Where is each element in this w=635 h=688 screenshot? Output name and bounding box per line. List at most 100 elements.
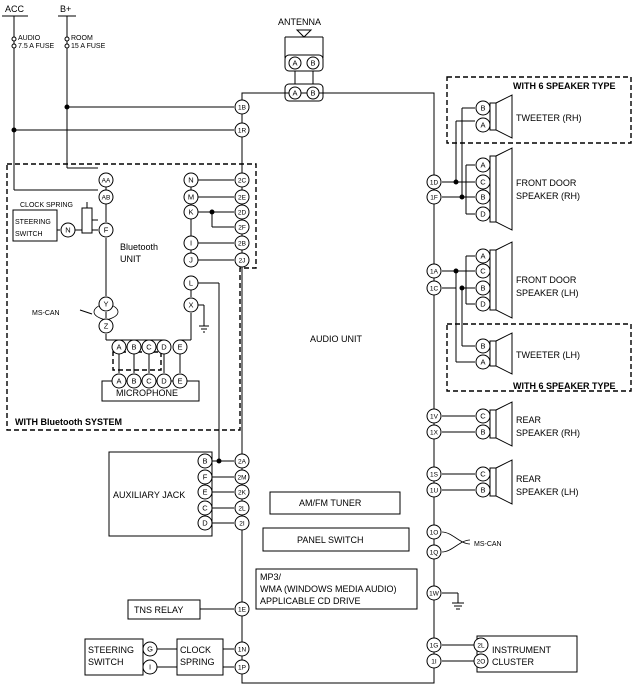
clock-spring-bottom-box [176,638,224,676]
svg-text:B: B [310,59,315,68]
svg-text:1V: 1V [430,414,439,421]
instrument-cluster-line1: INSTRUMENT [492,645,551,655]
svg-text:B: B [480,342,485,351]
pin-microphone-bottom-D: D [156,373,172,389]
svg-text:2B: 2B [238,241,246,248]
am-fm-tuner-label: AM/FM TUNER [299,498,362,508]
pin-instrument-cluster-2O: 2O [473,653,489,669]
bluetooth-unit [12,179,234,464]
pin-audio-left-1P: 1P [234,659,250,675]
pin-bluetooth-right-N: N [183,172,199,188]
svg-text:2L: 2L [477,643,485,650]
svg-text:B: B [202,457,207,466]
front-door-rh-line2: SPEAKER (RH) [516,191,580,201]
tweeter-lh-speaker [489,332,513,375]
svg-text:2E: 2E [238,195,247,202]
pin-audio-right-1S: 1S [426,466,442,482]
six-speaker-top-label: WITH 6 SPEAKER TYPE [513,81,616,91]
svg-text:G: G [147,645,153,654]
pin-aux-jack-E: E [197,484,213,500]
pin-microphone-bottom-B: B [126,373,142,389]
svg-text:C: C [202,504,208,513]
clock-spring-bottom-line1: CLOCK [180,645,211,655]
pin-audio-left-2C: 2C [234,172,250,188]
instrument-cluster-line2: CLUSTER [492,657,535,667]
svg-text:E: E [177,377,182,386]
steering-clock-bottom [84,638,234,676]
pin-tweeter-lh-A: A [475,354,491,370]
svg-text:B: B [310,89,315,98]
antenna-label: ANTENNA [278,17,321,27]
pin-front-door-rh-B: B [475,189,491,205]
svg-text:B: B [480,104,485,113]
svg-text:1B: 1B [238,105,246,112]
pin-antenna-B: B [306,56,320,70]
pin-antenna-A: A [288,86,302,100]
svg-text:D: D [161,343,167,352]
svg-text:AA: AA [102,178,111,185]
pin-microphone-bottom-E: E [172,373,188,389]
panel-switch-label: PANEL SWITCH [297,535,364,545]
svg-text:2A: 2A [238,459,247,466]
tweeter-rh-speaker [489,94,513,139]
front-door-lh-line2: SPEAKER (LH) [516,288,579,298]
panel-switch-box [262,527,410,552]
pin-audio-right-1D: 1D [426,174,442,190]
svg-text:N: N [188,176,193,185]
svg-text:Z: Z [104,322,109,331]
pin-aux-jack-B: B [197,453,213,469]
acc-label: ACC [5,4,25,14]
pin-bluetooth-right-K: K [183,204,199,220]
pin-front-door-lh-A: A [475,248,491,264]
pin-audio-right-1U: 1U [426,482,442,498]
pin-bluetooth-right-I: I [183,235,199,251]
mp3-line2: WMA (WINDOWS MEDIA AUDIO) [260,584,397,594]
pin-audio-left-2A: 2A [234,453,250,469]
am-fm-tuner-box [269,491,401,515]
pin-audio-right-1W: 1W [426,585,442,601]
svg-text:2D: 2D [238,210,247,217]
tns-relay-label: TNS RELAY [134,605,183,615]
audio-fuse-name: AUDIO [18,35,41,42]
pin-audio-left-1E: 1E [234,601,250,617]
svg-text:A: A [116,343,121,352]
room-fuse-rating: 15 A FUSE [71,43,106,50]
svg-text:2O: 2O [477,659,486,666]
pin-front-door-lh-C: C [475,263,491,279]
svg-text:1N: 1N [238,647,247,654]
svg-text:2I: 2I [239,521,245,528]
pin-antenna-A: A [288,56,302,70]
pin-audio-right-1A: 1A [426,263,442,279]
pin-audio-right-1C: 1C [426,280,442,296]
svg-text:A: A [480,252,485,261]
audio-unit-label: AUDIO UNIT [310,334,363,344]
pin-antenna-B: B [306,86,320,100]
auxiliary-jack-label: AUXILIARY JACK [113,490,185,500]
tns-relay [127,599,234,620]
speakers [489,94,513,505]
mp3-line3: APPLICABLE CD DRIVE [260,596,361,606]
svg-text:A: A [480,161,485,170]
auxiliary-jack-box [108,451,213,537]
clock-spring-bottom-line2: SPRING [180,657,215,667]
pin-front-door-lh-D: D [475,296,491,312]
svg-text:C: C [480,412,486,421]
svg-text:2C: 2C [238,178,247,185]
clock-spring-label: CLOCK SPRING [20,202,73,209]
pin-audio-left-2B: 2B [234,235,250,251]
pin-microphone-top-B: B [126,339,142,355]
bluetooth-unit-line2: UNIT [120,254,141,264]
svg-text:D: D [480,210,486,219]
rear-rh-line2: SPEAKER (RH) [516,428,580,438]
tweeter-rh-label: TWEETER (RH) [516,113,582,123]
pin-front-door-rh-C: C [475,174,491,190]
svg-text:1Q: 1Q [430,550,439,557]
svg-text:I: I [190,239,192,248]
svg-text:2J: 2J [239,258,246,265]
pin-steering-bottom-G: G [142,641,158,657]
pin-audio-left-2I: 2I [234,515,250,531]
pin-microphone-bottom-C: C [141,373,157,389]
